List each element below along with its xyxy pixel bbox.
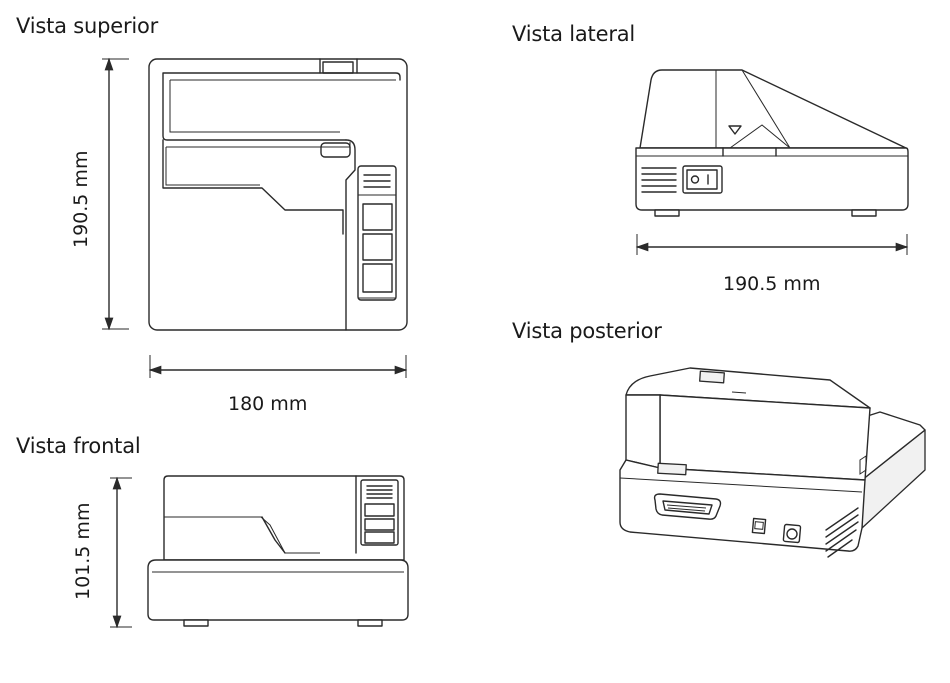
rear-view-cover-top: [625, 367, 871, 409]
rear-view-side-vents: [825, 507, 859, 558]
rear-view-base-front: [619, 459, 866, 552]
top-view-vent-lines: [363, 174, 391, 188]
front-view-button-3: [364, 531, 395, 544]
rear-view-power-port: [782, 523, 802, 544]
side-view-switch-off-symbol: [690, 175, 700, 184]
side-view-cover-lines: [715, 69, 791, 149]
side-view-cover-bevel: [729, 124, 791, 149]
rear-view-cover-panel: [659, 394, 871, 481]
top-view-button-3: [362, 263, 393, 293]
side-view-foot-right: [851, 209, 877, 217]
front-view-button-1: [364, 503, 395, 517]
front-view-height-ticks: [110, 477, 132, 628]
rear-view-power-port-inner: [786, 528, 798, 540]
side-view-vents: [641, 167, 677, 193]
top-view-width-ticks: [149, 355, 407, 378]
side-view-indicator-triangle: [728, 125, 742, 135]
front-view-vents: [366, 485, 393, 499]
rear-view-base-step: [657, 462, 687, 476]
rear-view-cover-slit: [731, 391, 747, 394]
rear-view-base-seam: [619, 477, 863, 493]
side-view-depth-ticks: [636, 234, 908, 255]
front-view-housing: [163, 475, 405, 561]
front-view-button-2: [364, 518, 395, 531]
top-view-upper-cover: [162, 72, 401, 141]
front-view-title: Vista frontal: [16, 434, 141, 458]
top-view-depth-ticks: [102, 58, 129, 330]
rear-view-drawing: [619, 367, 926, 558]
side-view-base-marks: [722, 147, 777, 157]
top-view-upper-cover-inner: [169, 79, 396, 133]
top-view-title: Vista superior: [16, 14, 159, 38]
rear-view-drawer-kick-port: [751, 517, 767, 535]
rear-view-title: Vista posterior: [512, 319, 662, 343]
front-view-base: [147, 559, 409, 621]
top-view-drawing: [102, 57, 408, 378]
side-view-base: [635, 147, 909, 211]
rear-view-cover-side: [625, 394, 661, 469]
side-view-depth-label: 190.5 mm: [723, 273, 821, 295]
side-view-power-switch: [686, 169, 718, 190]
front-view-drawing: [110, 475, 409, 629]
side-view-drawing: [635, 69, 909, 255]
top-view-panel-dividers: [358, 194, 396, 299]
side-view-foot-left: [654, 209, 680, 217]
top-view-lower-cover: [162, 139, 344, 235]
rear-view-cover-latch: [699, 370, 725, 384]
front-view-cover-slope: [261, 516, 286, 554]
top-view-body: [148, 58, 408, 331]
top-view-width-label: 180 mm: [228, 393, 308, 415]
front-view-foot-left: [183, 619, 209, 627]
top-view-side-trim: [345, 139, 356, 331]
side-view-title: Vista lateral: [512, 22, 636, 46]
rear-view-parallel-pins: [666, 504, 707, 512]
top-view-button-2: [362, 233, 393, 261]
front-view-cover-line: [164, 516, 320, 554]
rear-view-drawer-kick-port-inner: [754, 521, 764, 530]
side-view-cover: [639, 69, 907, 149]
rear-view-side-indicator: [859, 455, 867, 475]
front-view-foot-right: [357, 619, 383, 627]
top-view-button-1: [362, 203, 393, 231]
rear-view-parallel-port-inner: [662, 500, 713, 515]
top-view-cutter-slot: [320, 142, 351, 158]
